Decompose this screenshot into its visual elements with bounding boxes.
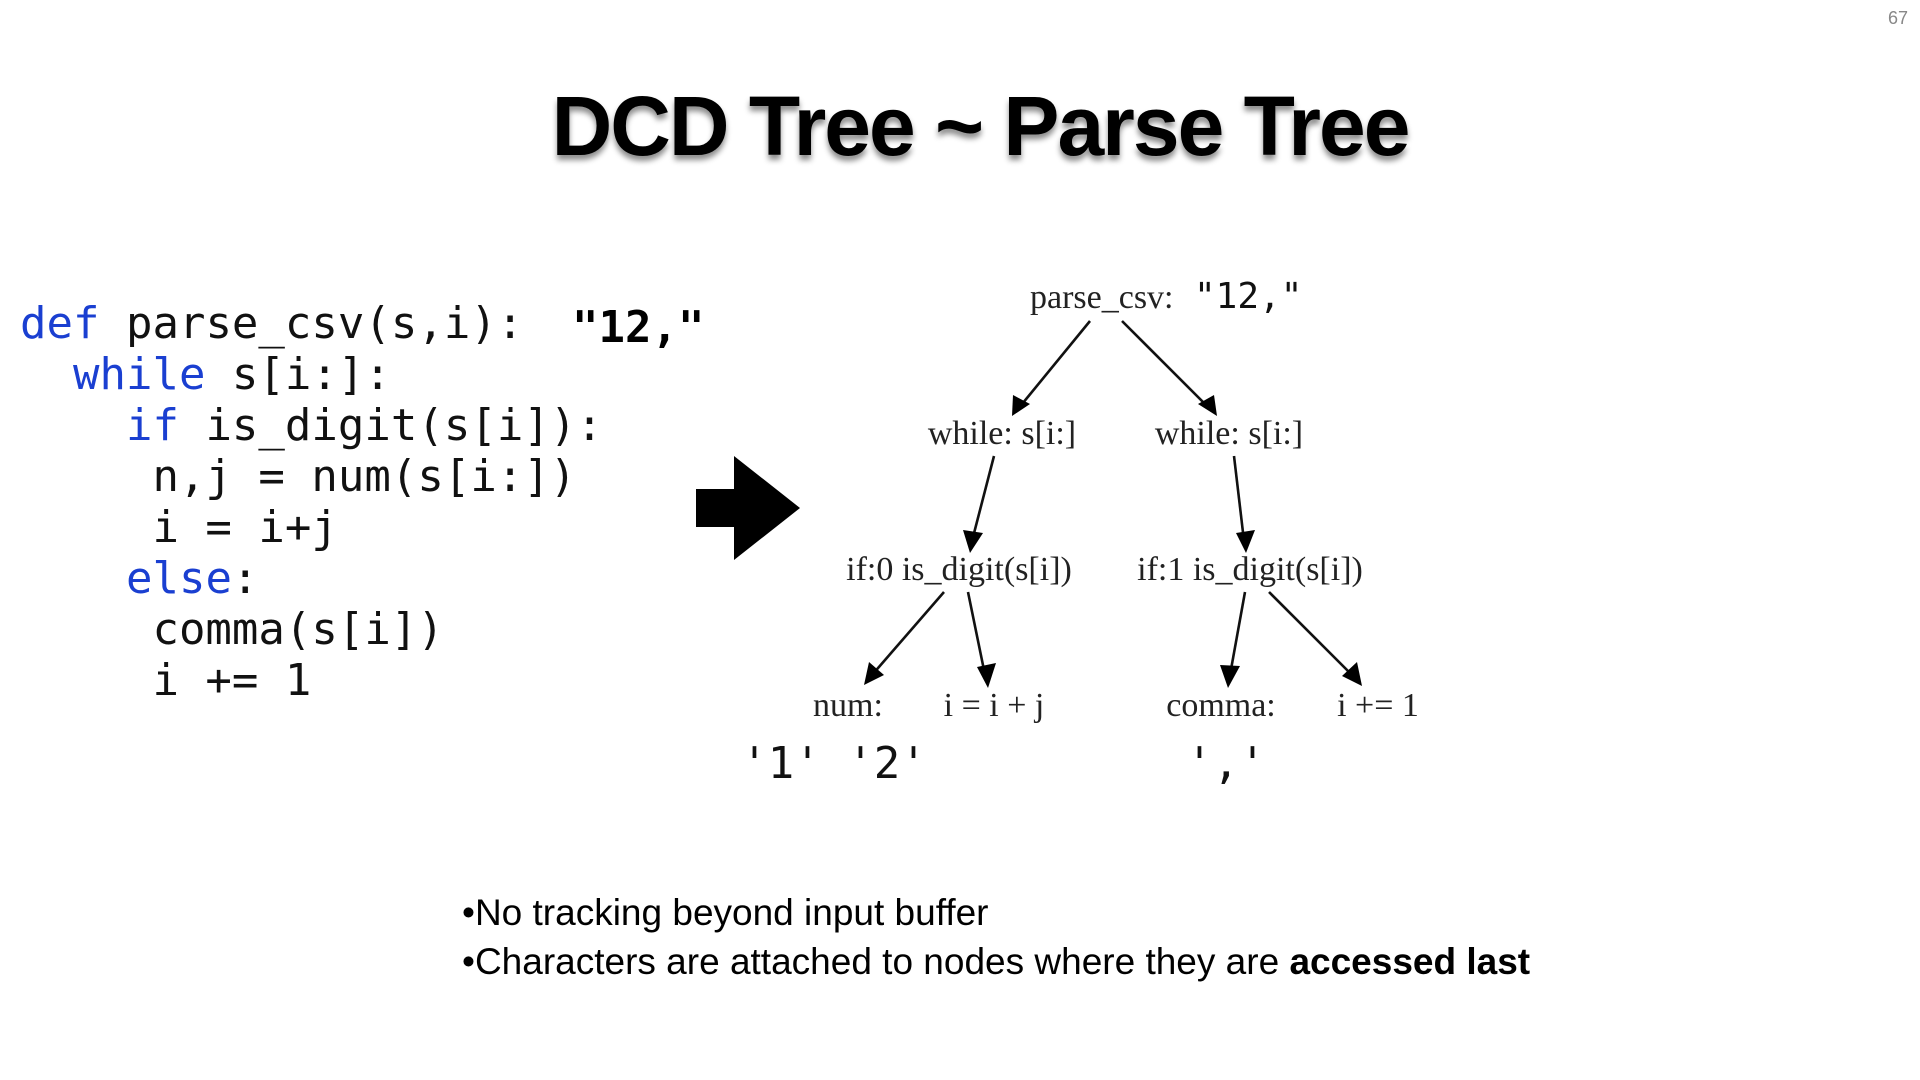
arrowhead (1198, 395, 1217, 416)
arrowhead (864, 662, 884, 685)
edge-while-left-if (970, 455, 996, 542)
node-if-right: if:1 is_digit(s[i]) (1137, 551, 1363, 588)
code-line-8: i += 1 (20, 655, 603, 706)
code-line-1: def parse_csv(s,i): (20, 298, 603, 349)
code-text: : (231, 553, 259, 604)
comma-chars: ',' (1186, 738, 1265, 789)
arrowhead (963, 530, 983, 553)
edge-while-right-if (1232, 455, 1246, 542)
bullet-text: •Characters are attached to nodes where … (462, 941, 1290, 982)
code-text: s[i:]: (205, 349, 391, 400)
node-root-label: parse_csv: (1030, 279, 1174, 316)
code-text: i += 1 (152, 655, 312, 706)
code-text: i = i+j (152, 502, 338, 553)
keyword-while: while (72, 349, 206, 400)
edge-if-left-num (871, 591, 945, 676)
edge-if-left-assign (966, 591, 987, 676)
bullet-item: •No tracking beyond input buffer (462, 892, 989, 933)
input-string: "12," (572, 302, 705, 353)
keyword-def: def (20, 298, 100, 349)
bullet-item: •Characters are attached to nodes where … (462, 937, 1530, 986)
node-increment: i += 1 (1337, 687, 1419, 724)
keyword-else: else (125, 553, 232, 604)
arrowhead (977, 663, 996, 688)
slide-number: 67 (1887, 8, 1908, 28)
edge-root-while-right (1121, 320, 1211, 410)
node-while-left: while: s[i:] (928, 415, 1076, 452)
node-num: num: (813, 687, 883, 724)
node-while-right: while: s[i:] (1155, 415, 1303, 452)
slide-title: DCD Tree ~ Parse Tree (551, 79, 1411, 173)
code-text: comma(s[i]) (152, 604, 444, 655)
node-assign: i = i + j (944, 687, 1045, 724)
edge-root-while-left (1016, 320, 1092, 410)
node-if-left: if:0 is_digit(s[i]) (846, 551, 1072, 588)
code-text: is_digit(s[i]): (178, 400, 603, 451)
node-root-value: "12," (1194, 276, 1302, 317)
node-comma: comma: (1166, 687, 1276, 724)
bullet-emphasis: accessed last (1289, 941, 1531, 982)
code-line-7: comma(s[i]) (20, 604, 603, 655)
code-text: parse_csv(s,i): (99, 298, 524, 349)
edge-if-right-increment (1268, 591, 1353, 676)
code-text: n,j = num(s[i:]) (152, 451, 577, 502)
arrowhead (1220, 665, 1240, 688)
code-line-2: while s[i:]: (20, 349, 603, 400)
code-line-6: else: (20, 553, 603, 604)
right-arrow-icon (696, 456, 800, 560)
code-block: def parse_csv(s,i): while s[i:]: if is_d… (20, 298, 603, 706)
code-line-4: n,j = num(s[i:]) (20, 451, 603, 502)
num-chars: '1' '2' (741, 738, 926, 789)
arrowhead (1342, 662, 1362, 686)
code-line-5: i = i+j (20, 502, 603, 553)
arrowhead (1236, 530, 1255, 553)
edge-if-right-comma (1228, 591, 1247, 676)
code-line-3: if is_digit(s[i]): (20, 400, 603, 451)
bullet-list: •No tracking beyond input buffer •Charac… (462, 888, 1530, 986)
arrowhead (1012, 395, 1030, 416)
keyword-if: if (125, 400, 179, 451)
